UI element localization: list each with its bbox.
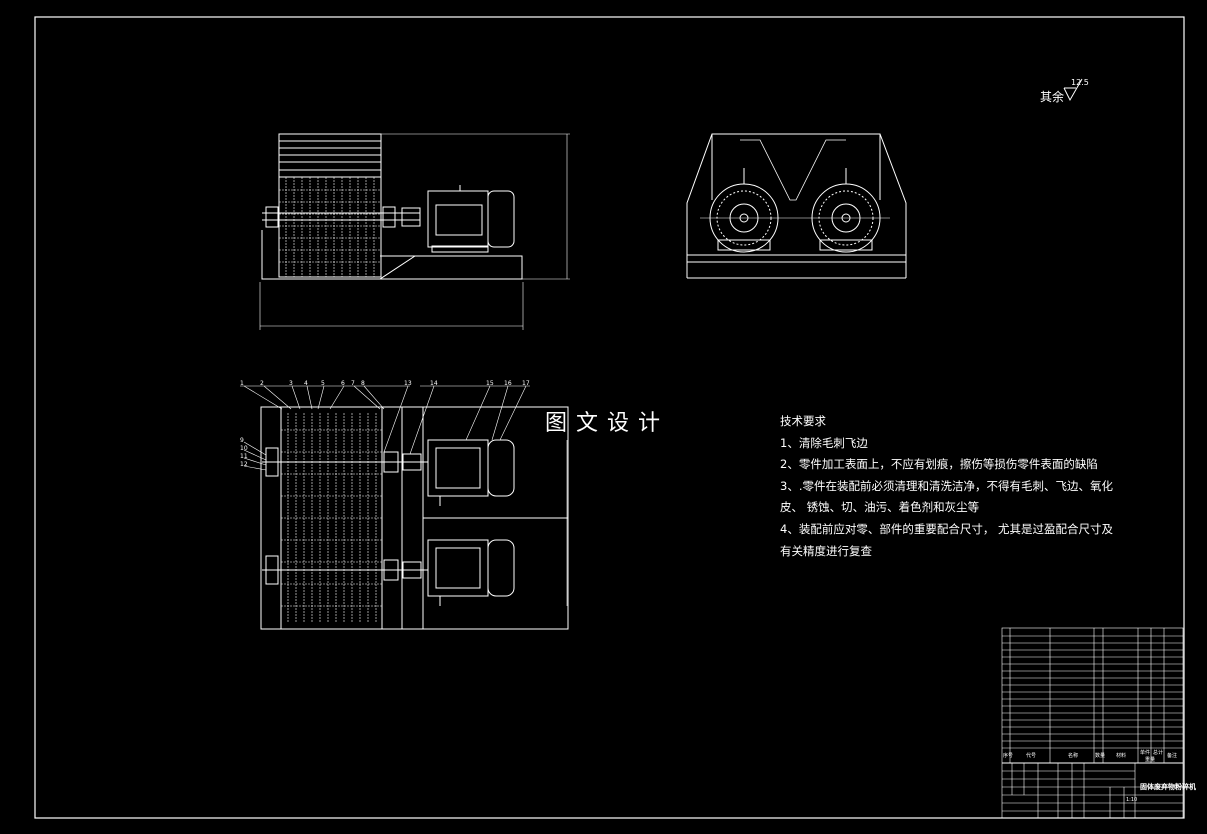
roughness-label: 其余	[1040, 90, 1065, 104]
part-balloon: 6	[341, 380, 345, 387]
part-balloon: 16	[504, 380, 512, 387]
tech-req-item: 3、.零件在装配前必须清理和清洗洁净，不得有毛刺、飞边、氧化	[780, 478, 1113, 493]
title-block-header: 代号	[1026, 753, 1037, 759]
drawing-scale: 1:10	[1126, 797, 1138, 803]
part-balloon: 3	[289, 380, 293, 387]
part-balloon: 14	[430, 380, 438, 387]
part-balloon: 10	[240, 445, 248, 452]
top-view	[240, 385, 569, 630]
tech-req-item: 1、清除毛刺飞边	[780, 435, 868, 450]
title-block	[1001, 627, 1184, 819]
part-balloon: 8	[361, 380, 365, 387]
part-balloon: 13	[404, 380, 412, 387]
part-balloon: 5	[321, 380, 325, 387]
front-view	[259, 133, 570, 330]
part-balloon: 11	[240, 453, 248, 460]
sheet-border	[34, 16, 1185, 819]
tech-req-title: 技术要求	[780, 414, 826, 428]
title-block-header: 备注	[1167, 753, 1178, 759]
part-balloon: 1	[240, 380, 244, 387]
title-block-header: 序号	[1003, 753, 1014, 759]
title-block-header: 材料	[1116, 753, 1127, 759]
title-block-header: 总计	[1153, 750, 1164, 756]
part-balloon: 12	[240, 461, 248, 468]
title-block-header: 名称	[1068, 753, 1079, 759]
roughness-value: 12.5	[1071, 78, 1089, 87]
side-view	[686, 133, 907, 279]
part-balloon: 7	[351, 380, 355, 387]
part-balloon: 9	[240, 437, 244, 444]
watermark-text: 图文设计	[545, 411, 670, 436]
part-balloon: 4	[304, 380, 308, 387]
title-block-header: 重量	[1145, 757, 1156, 763]
tech-req-item: 2、零件加工表面上，不应有划痕，擦伤等损伤零件表面的缺陷	[780, 457, 1098, 472]
tech-req-item: 4、装配前应对零、部件的重要配合尺寸， 尤其是过盈配合尺寸及	[780, 521, 1113, 536]
title-block-header: 数量	[1095, 753, 1106, 759]
drawing-name: 固体废弃物粉碎机	[1140, 783, 1196, 791]
tech-req-item: 皮、 锈蚀、切、油污、着色剂和灰尘等	[780, 500, 980, 515]
tech-req-item: 有关精度进行复查	[780, 543, 872, 558]
part-balloon: 17	[522, 380, 530, 387]
part-balloon: 15	[486, 380, 494, 387]
roughness-symbol	[1063, 78, 1083, 102]
part-balloon: 2	[260, 380, 264, 387]
technical-requirements: 技术要求 1、清除毛刺飞边 2、零件加工表面上，不应有划痕，擦伤等损伤零件表面的…	[780, 411, 1113, 562]
title-block-header: 单件	[1140, 750, 1151, 756]
